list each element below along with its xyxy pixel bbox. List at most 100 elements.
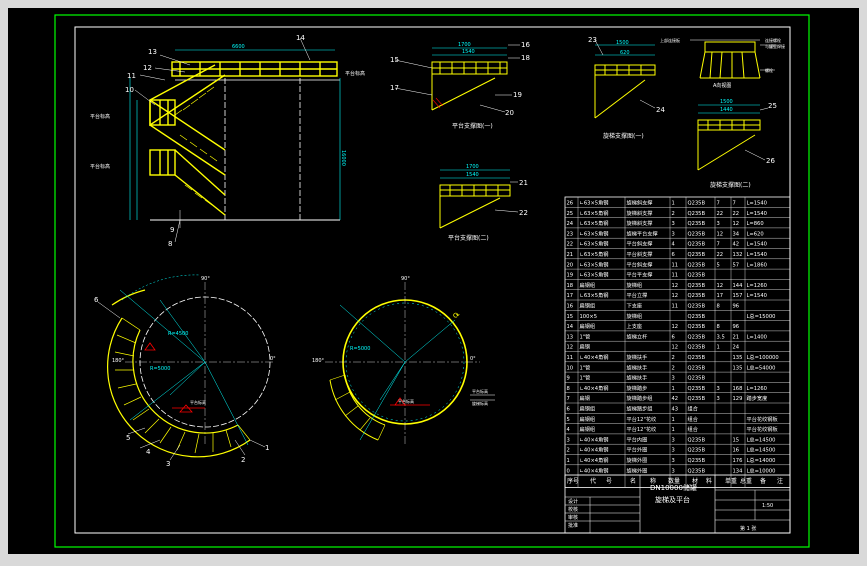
title-block: 设计 校核 审核 批准 DN10000储罐 旋梯及平台 1:50 第 1 张 — [564, 474, 791, 534]
bom-cell: 3 — [717, 386, 720, 392]
approval-review: 审核 — [568, 514, 578, 521]
callout-8: 8 — [168, 240, 172, 248]
bom-cell: L总=15000 — [747, 312, 776, 320]
bom-cell: Q235B — [688, 211, 706, 217]
svg-text:620: 620 — [620, 50, 630, 56]
bom-cell: ∟63×5角钢 — [580, 209, 609, 217]
bom-cell: 1 — [567, 458, 570, 464]
bom-cell: 扁钢 — [580, 343, 590, 351]
bom-cell: ∟40×4角钢 — [580, 384, 609, 392]
svg-text:螺栓: 螺栓 — [765, 67, 773, 73]
bom-cell: Q235B — [688, 334, 706, 340]
platform-bracket-2: 1700 1540 平台支撑图(二) 21 22 — [439, 164, 528, 242]
bom-cell: 平台花纹钢板 — [747, 415, 779, 423]
bom-cell: 下支座 — [627, 302, 643, 310]
bom-cell: 旋梯外圈 — [627, 456, 648, 464]
callout-24: 24 — [656, 106, 665, 114]
bom-cell: 旋梯立杆 — [627, 332, 648, 340]
bom-cell: 组合 — [688, 425, 699, 433]
bom-cell: Q235B — [688, 437, 706, 443]
callout-21: 21 — [519, 179, 528, 187]
callout-1: 1 — [265, 444, 269, 452]
bom-cell: 22 — [717, 211, 724, 217]
callout-5: 5 — [126, 434, 130, 442]
bom-cell: 旋梯组 — [627, 312, 643, 320]
bom-cell: 12 — [733, 221, 740, 227]
bom-cell: 扁钢组 — [580, 281, 596, 289]
bom-cell: Q235B — [688, 386, 706, 392]
bom-cell: ∟63×5角钢 — [580, 260, 609, 268]
bom-cell: 旋梯扶手 — [627, 363, 648, 371]
bom-cell: 23 — [567, 231, 574, 237]
bom-cell: 旋梯扶手 — [627, 353, 648, 361]
bom-cell: 3 — [672, 448, 675, 454]
bom-cell: 15 — [567, 314, 574, 320]
bom-cell: 12 — [672, 345, 679, 351]
bom-cell: 1"管 — [580, 374, 591, 382]
svg-text:1440: 1440 — [720, 107, 733, 113]
bom-cell: 22 — [717, 252, 724, 258]
svg-text:平台标高: 平台标高 — [398, 398, 414, 404]
bom-cell: 25 — [567, 211, 574, 217]
bom-cell: 旋梯踏步 — [627, 384, 648, 392]
bom-cell: 10 — [567, 365, 574, 371]
bom-cell: 6 — [567, 407, 570, 413]
bom-cell: 旋梯组 — [627, 281, 643, 289]
callout-16: 16 — [521, 41, 530, 49]
bom-cell: Q235B — [688, 304, 706, 310]
north-arrow-icon: ⟳ — [453, 311, 460, 320]
svg-text:1500: 1500 — [720, 99, 733, 105]
bom-cell: 扁钢组 — [580, 322, 596, 330]
bom-cell: ∟40×4角钢 — [580, 353, 609, 361]
bom-cell: 22 — [733, 211, 740, 217]
outer-frame — [54, 14, 810, 548]
drawing-subtitle: 旋梯及平台 — [655, 495, 690, 504]
bom-cell: L总=14500 — [747, 446, 776, 454]
bom-cell: 1 — [672, 201, 675, 207]
bom-cell: 平台外圈 — [627, 446, 648, 454]
bom-cell: 11 — [672, 273, 679, 279]
callout-3: 3 — [166, 460, 170, 468]
bom-cell: Q235B — [688, 293, 706, 299]
bom-header-cell: 备 — [760, 477, 766, 485]
drawing-sheet — [8, 8, 859, 554]
bom-cell: L=1540 — [747, 201, 767, 207]
bom-cell: Q235B — [688, 468, 706, 474]
callout-19: 19 — [513, 91, 522, 99]
bom-cell: 旋梯斜支撑 — [627, 219, 653, 227]
bom-cell: 旋梯扶手 — [627, 374, 648, 382]
bom-cell: 4 — [672, 242, 676, 248]
bom-cell: L=860 — [747, 221, 764, 227]
bom-cell: Q235B — [688, 221, 706, 227]
bom-cell: Q235B — [688, 458, 706, 464]
bom-cell: 16 — [733, 448, 740, 454]
label-platform-bracket-1: 平台支撑图(一) — [452, 122, 493, 130]
bom-cell: 135 — [733, 365, 743, 371]
bom-cell: Q235B — [688, 201, 706, 207]
bom-cell: 18 — [567, 283, 574, 289]
bom-cell: 2 — [672, 211, 675, 217]
bom-cell: 扁钢 — [580, 394, 590, 402]
svg-text:180°: 180° — [112, 358, 125, 364]
bom-cell: 3.5 — [717, 334, 725, 340]
bom-cell: 12 — [672, 293, 679, 299]
bom-cell: 7 — [733, 201, 736, 207]
bom-cell: 19 — [567, 273, 574, 279]
bom-header-cell: 注 — [777, 477, 783, 485]
bom-cell: 21 — [733, 334, 740, 340]
callout-9: 9 — [170, 226, 174, 234]
bom-cell: 135 — [733, 355, 743, 361]
svg-text:连接螺栓: 连接螺栓 — [765, 37, 781, 43]
svg-text:平台标高: 平台标高 — [472, 388, 488, 394]
label-stair-bracket-1: 旋梯支撑图(一) — [603, 132, 644, 140]
bom-cell: L总=10000 — [747, 466, 776, 474]
bom-cell: L=1260 — [747, 386, 767, 392]
bom-cell: 22 — [567, 242, 574, 248]
bom-cell: 8 — [717, 324, 720, 330]
bom-cell: ∟63×5角钢 — [580, 240, 609, 248]
bom-cell: Q235B — [688, 314, 706, 320]
bom-header-cell: 单重 — [725, 477, 737, 485]
bom-cell: L=1260 — [747, 283, 767, 289]
callout-17: 17 — [390, 84, 399, 92]
